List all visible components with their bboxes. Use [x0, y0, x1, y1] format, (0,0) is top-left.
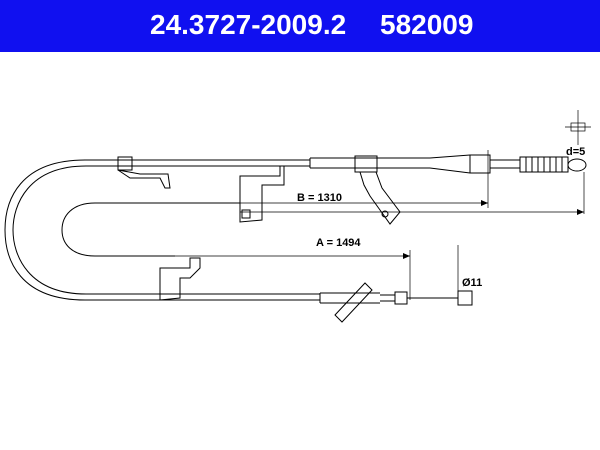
- bottom-ferrule: [394, 291, 408, 305]
- bottom-nipple: [457, 290, 473, 306]
- cable-outer-sheath-inner-line: [12, 165, 320, 295]
- reference-number: 582009: [380, 9, 474, 40]
- cable-drawing: B = 1310 A = 1494 d=5 Ø11: [4, 110, 591, 323]
- cable-end-fitting-top: [117, 156, 133, 171]
- cable-outer-sheath: [4, 159, 320, 301]
- bracket-top-middle: [239, 165, 285, 223]
- cable-inner-guide: [61, 202, 240, 257]
- threaded-end: [490, 156, 587, 173]
- part-number: 24.3727-2009.2: [150, 9, 347, 40]
- dimension-b-label: B = 1310: [297, 192, 342, 204]
- bracket-bottom: [159, 257, 201, 301]
- title-bar: 24.3727-2009.2 582009: [0, 0, 600, 52]
- dimension-a-label: A = 1494: [316, 237, 361, 249]
- bracket-top-left: [117, 169, 171, 189]
- bracket-angled-clip: [359, 171, 401, 225]
- dimension-d-label: d=5: [566, 146, 585, 158]
- diameter-label: Ø11: [462, 277, 482, 289]
- bottom-end-clip: [334, 282, 373, 323]
